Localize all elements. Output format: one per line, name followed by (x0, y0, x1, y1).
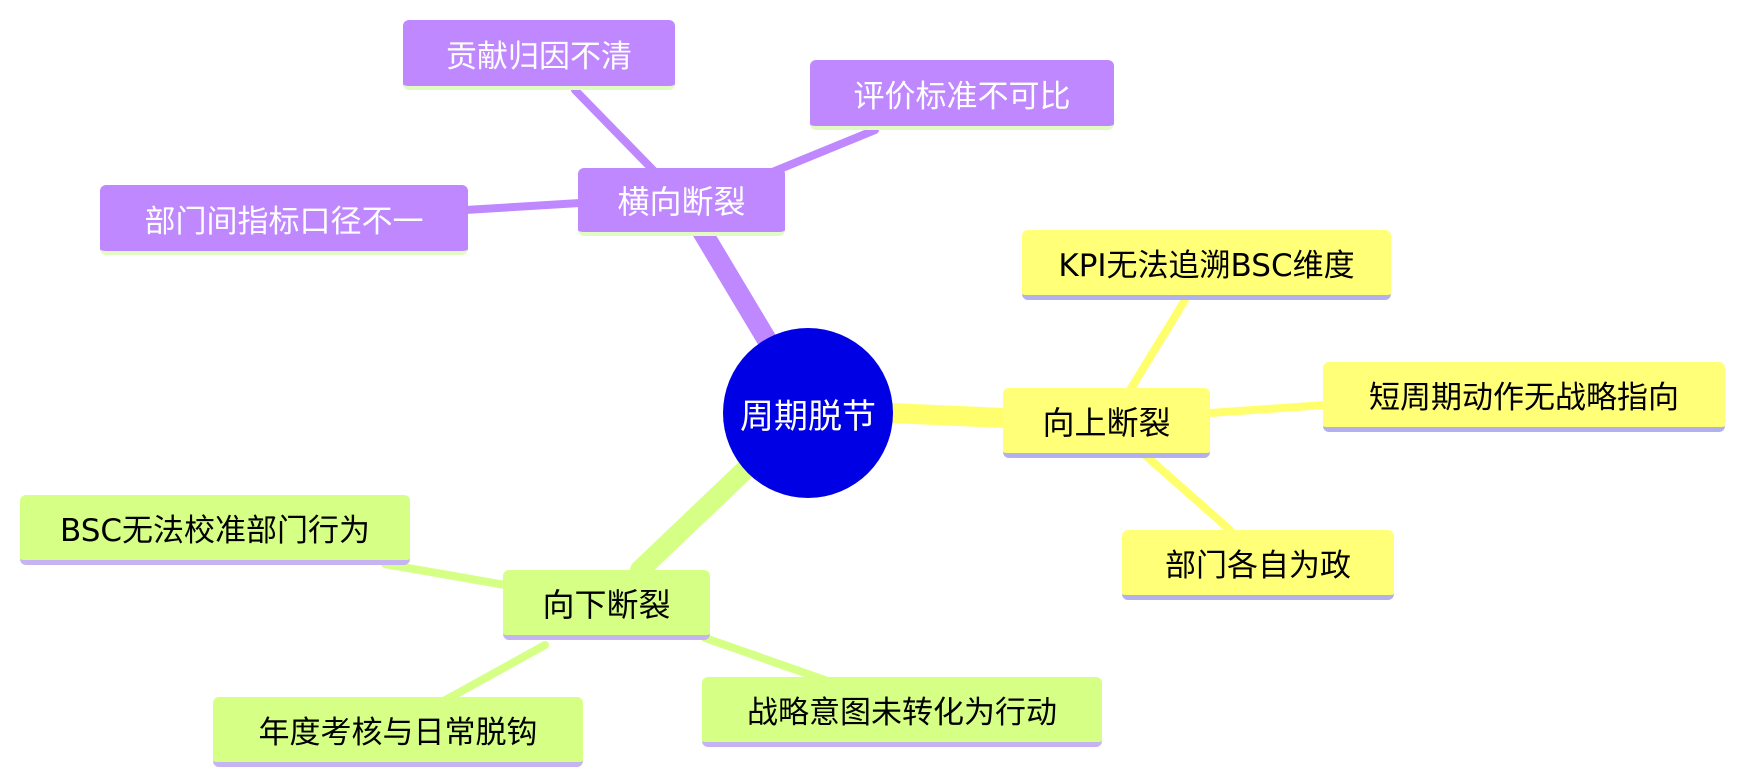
leaf-downward-2[interactable]: 年度考核与日常脱钩 (213, 697, 583, 767)
root-label: 周期脱节 (740, 396, 876, 437)
branch-downward-label: 向下断裂 (542, 585, 671, 624)
leaf-horizontal-1-label: 贡献归因不清 (446, 38, 632, 75)
edge-upward-leaf-1 (1126, 296, 1189, 394)
leaf-downward-3-label: 战略意图未转化为行动 (747, 695, 1057, 731)
root-node[interactable]: 周期脱节 (723, 328, 893, 498)
branch-upward-label: 向上断裂 (1042, 403, 1171, 442)
edge-downward-leaf-3 (701, 634, 829, 684)
leaf-horizontal-1[interactable]: 贡献归因不清 (403, 20, 675, 90)
leaf-upward-2-label: 短周期动作无战略指向 (1369, 380, 1679, 416)
edge-root-downward (630, 460, 755, 580)
edge-root-upward (880, 403, 1015, 428)
edge-downward-leaf-1 (381, 560, 509, 589)
leaf-horizontal-3-label: 部门间指标口径不一 (144, 203, 424, 240)
leaf-horizontal-2-label: 评价标准不可比 (853, 78, 1071, 115)
leaf-downward-2-label: 年度考核与日常脱钩 (258, 715, 538, 751)
branch-horizontal[interactable]: 横向断裂 (578, 168, 785, 236)
branch-downward[interactable]: 向下断裂 (503, 570, 710, 640)
leaf-downward-1[interactable]: BSC无法校准部门行为 (20, 495, 410, 565)
edge-horizontal-leaf-2 (766, 126, 879, 177)
leaf-downward-3[interactable]: 战略意图未转化为行动 (702, 677, 1102, 747)
edge-horizontal-leaf-3 (461, 199, 584, 214)
leaf-horizontal-2[interactable]: 评价标准不可比 (810, 60, 1114, 130)
branch-horizontal-label: 横向断裂 (617, 183, 746, 221)
leaf-upward-3[interactable]: 部门各自为政 (1122, 530, 1394, 600)
leaf-upward-1[interactable]: KPI无法追溯BSC维度 (1022, 230, 1391, 300)
edge-upward-leaf-2 (1206, 401, 1329, 417)
edge-upward-leaf-3 (1141, 451, 1234, 534)
edge-downward-leaf-2 (436, 641, 549, 707)
branch-upward[interactable]: 向上断裂 (1003, 388, 1210, 458)
leaf-upward-2[interactable]: 短周期动作无战略指向 (1323, 362, 1725, 432)
leaf-downward-1-label: BSC无法校准部门行为 (59, 513, 371, 549)
leaf-horizontal-3[interactable]: 部门间指标口径不一 (100, 185, 468, 255)
leaf-upward-3-label: 部门各自为政 (1165, 548, 1351, 584)
edge-horizontal-leaf-1 (571, 86, 659, 176)
edge-root-horizontal (690, 218, 780, 355)
leaf-upward-1-label: KPI无法追溯BSC维度 (1058, 248, 1355, 284)
